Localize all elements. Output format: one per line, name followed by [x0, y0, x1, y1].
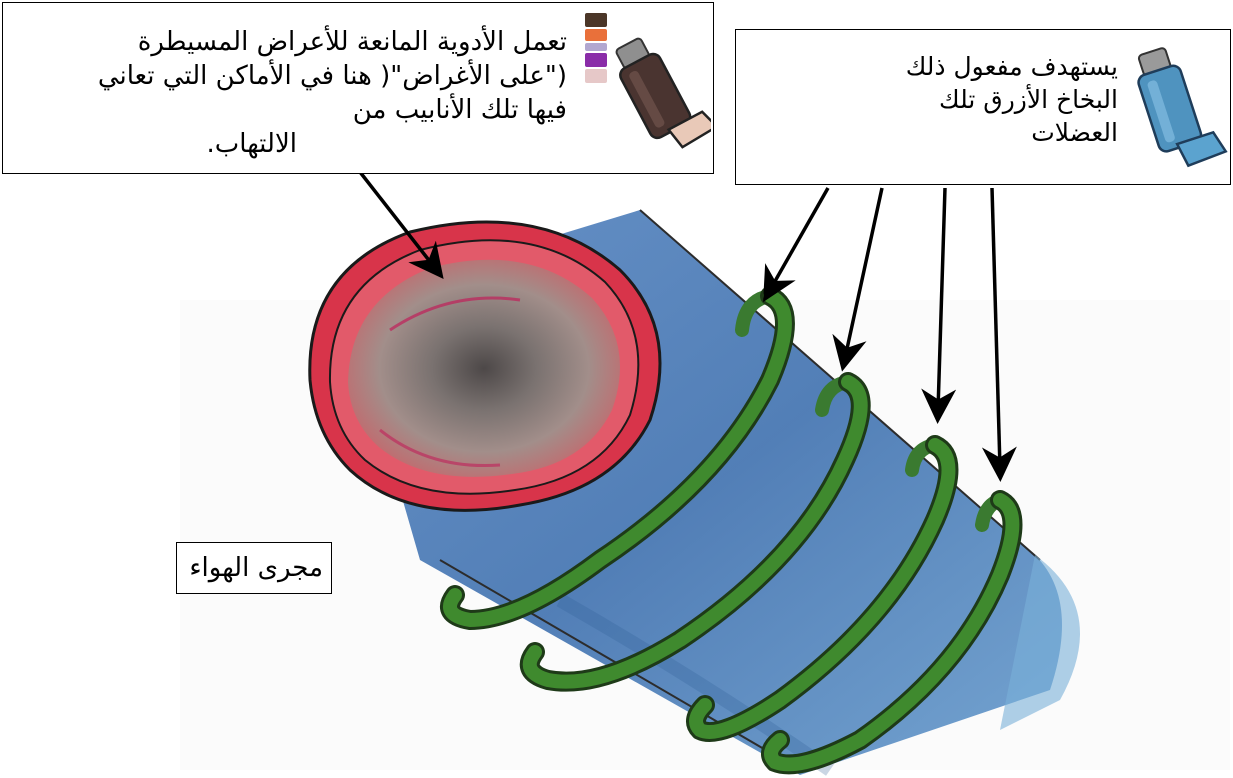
- reliever-line-2: البخاخ الأزرق تلك: [748, 83, 1118, 116]
- brown-inhaler-icon: [611, 29, 711, 159]
- blue-inhaler-icon: [1128, 42, 1228, 174]
- controller-description: تعمل الأدوية المانعة للأعراض المسيطرة ("…: [7, 25, 567, 161]
- reliever-line-1: يستهدف مفعول ذلك: [748, 50, 1118, 83]
- inflamed-airway-opening: [310, 222, 660, 510]
- reliever-line-3: العضلات: [748, 116, 1118, 149]
- airway-label: مجرى الهواء: [189, 551, 323, 585]
- controller-line-2: ("على الأغراض"( هنا في الأماكن التي تعان…: [7, 59, 567, 93]
- controller-line-3-wrap: فيها تلك الأنابيب من: [7, 93, 567, 127]
- arrow-to-muscle-1: [770, 188, 828, 290]
- controller-line-4: الالتهاب.: [7, 127, 567, 161]
- reliever-description: يستهدف مفعول ذلك البخاخ الأزرق تلك العضل…: [748, 50, 1118, 149]
- controller-line-1: تعمل الأدوية المانعة للأعراض المسيطرة: [7, 25, 567, 59]
- airway-label-box: مجرى الهواء: [176, 542, 332, 594]
- controller-color-swatches: [581, 11, 611, 91]
- controller-medication-callout: تعمل الأدوية المانعة للأعراض المسيطرة ("…: [2, 2, 714, 174]
- controller-line-3: فيها تلك الأنابيب من: [353, 93, 567, 127]
- reliever-medication-callout: يستهدف مفعول ذلك البخاخ الأزرق تلك العضل…: [735, 29, 1231, 185]
